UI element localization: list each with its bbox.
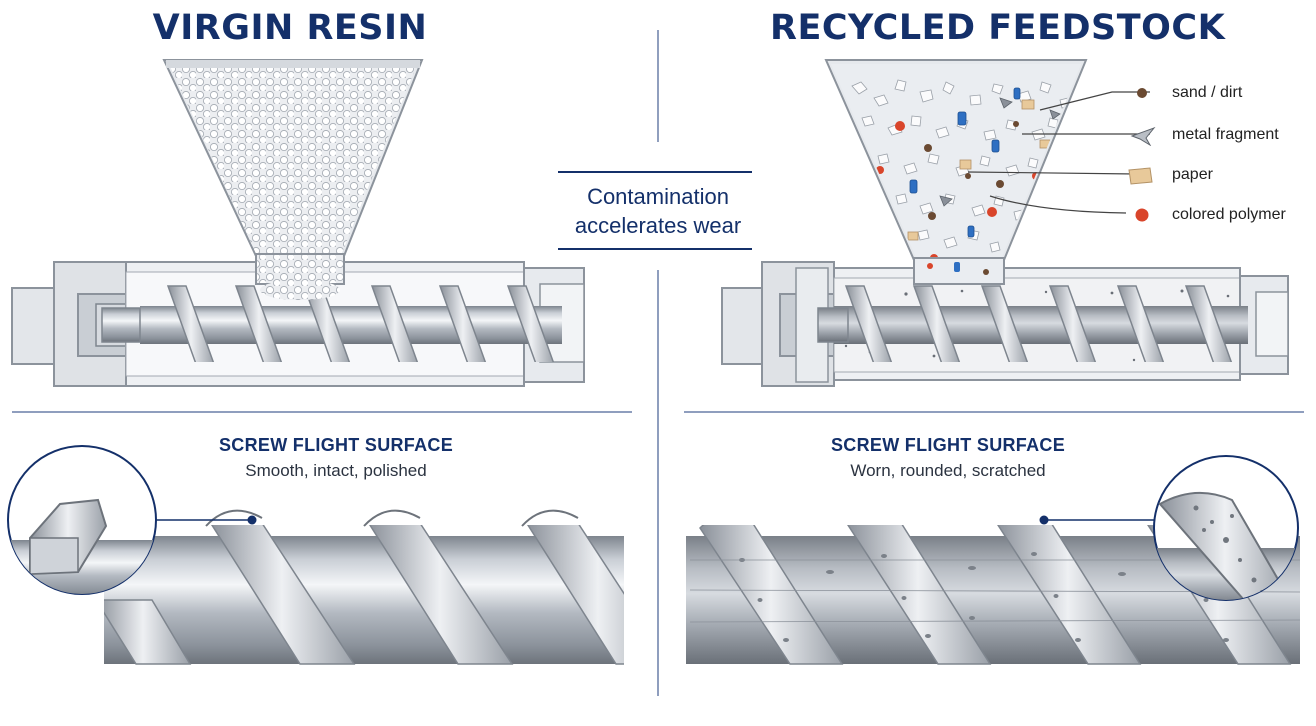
section-subtitle-left: Smooth, intact, polished — [245, 461, 427, 480]
legend-label-colored-polymer: colored polymer — [1172, 206, 1286, 223]
worn-screw-closeup — [686, 455, 1300, 665]
title-virgin-resin: VIRGIN RESIN — [152, 8, 428, 48]
title-recycled-feedstock: RECYCLED FEEDSTOCK — [770, 8, 1226, 48]
legend-label-metal-fragment: metal fragment — [1172, 126, 1279, 143]
center-callout-line2: accelerates wear — [574, 213, 742, 238]
section-title-right: SCREW FLIGHT SURFACE — [831, 435, 1065, 455]
metal-fragment-icon — [1130, 126, 1156, 146]
section-subtitle-right: Worn, rounded, scratched — [850, 461, 1046, 480]
center-callout: Contamination accelerates wear — [558, 182, 758, 240]
center-callout-line1: Contamination — [587, 184, 729, 209]
center-dividers — [12, 30, 1304, 696]
legend-label-sand-dirt: sand / dirt — [1172, 84, 1243, 101]
sand-dirt-icon — [1137, 88, 1147, 98]
section-title-left: SCREW FLIGHT SURFACE — [219, 435, 453, 455]
paper-icon — [1128, 167, 1153, 185]
legend-label-paper: paper — [1172, 166, 1213, 183]
colored-polymer-icon — [1135, 208, 1149, 222]
left-extruder — [11, 59, 585, 387]
